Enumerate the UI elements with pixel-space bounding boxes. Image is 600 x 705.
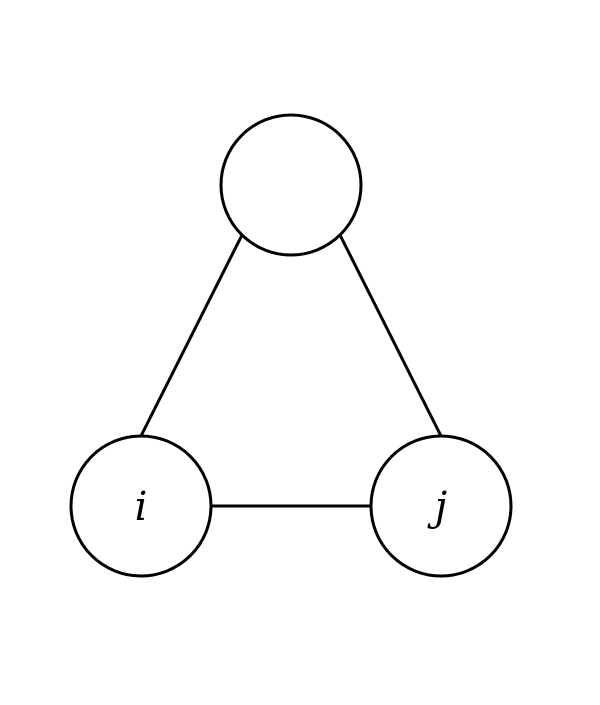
node-i-label: i	[135, 484, 148, 530]
edge-top-i	[139, 234, 244, 437]
node-j	[369, 434, 513, 578]
node-top	[219, 113, 363, 257]
node-i	[69, 434, 213, 578]
edge-top-j	[338, 234, 443, 437]
